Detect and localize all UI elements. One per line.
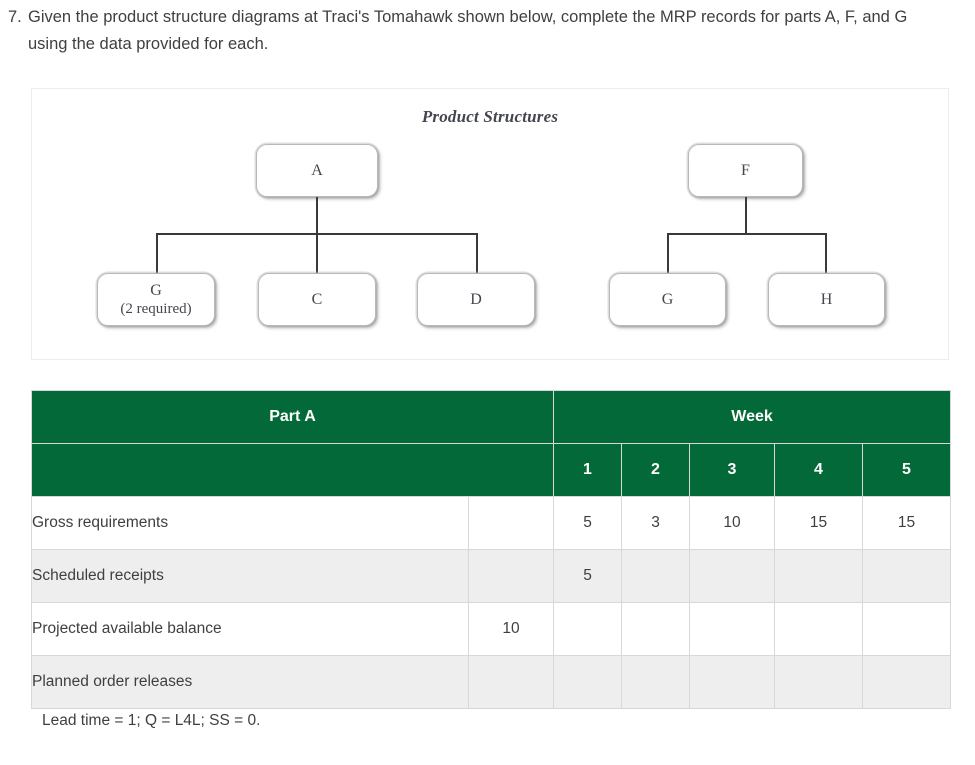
edge-a-to-d	[476, 233, 478, 277]
table-row: Projected available balance 10	[31, 602, 952, 656]
node-a: A	[256, 144, 378, 197]
week-header-1: 1	[553, 443, 622, 497]
node-g-under-a-sublabel: (2 required)	[120, 300, 192, 317]
mrp-table-header: Part A Week 1 2 3 4 5	[31, 390, 952, 497]
cell-planned-order-releases-w4[interactable]	[774, 655, 863, 709]
cell-scheduled-receipts-w1[interactable]: 5	[553, 549, 622, 603]
edge-a-stem	[316, 197, 318, 233]
cell-planned-order-releases-w2[interactable]	[621, 655, 690, 709]
node-d: D	[417, 273, 535, 326]
edge-f-to-g	[667, 233, 669, 277]
node-g-under-f: G	[609, 273, 726, 326]
week-header-3: 3	[689, 443, 775, 497]
week-header-4: 4	[774, 443, 863, 497]
row-label-gross-requirements: Gross requirements	[31, 496, 469, 550]
question-prompt: 7. Given the product structure diagrams a…	[8, 4, 948, 58]
cell-scheduled-receipts-w4[interactable]	[774, 549, 863, 603]
node-g-under-a-label: G	[150, 281, 162, 299]
week-header-2: 2	[621, 443, 690, 497]
node-c-label: C	[311, 291, 323, 308]
node-f: F	[688, 144, 803, 197]
cell-gross-requirements-w5[interactable]: 15	[861, 496, 952, 550]
week-title: Week	[552, 390, 952, 444]
cell-projected-available-balance-w4[interactable]	[774, 602, 863, 656]
cell-gross-requirements-w1[interactable]: 5	[553, 496, 622, 550]
cell-gross-requirements-prior[interactable]	[468, 496, 554, 550]
cell-projected-available-balance-w1[interactable]	[553, 602, 622, 656]
header-spacer	[31, 443, 554, 497]
cell-planned-order-releases-w1[interactable]	[553, 655, 622, 709]
node-d-label: D	[470, 291, 482, 308]
edge-f-to-h	[825, 233, 827, 277]
cell-planned-order-releases-w5[interactable]	[861, 655, 952, 709]
cell-scheduled-receipts-prior[interactable]	[468, 549, 554, 603]
cell-planned-order-releases-prior[interactable]	[468, 655, 554, 709]
node-h: H	[768, 273, 885, 326]
cell-projected-available-balance-w3[interactable]	[689, 602, 775, 656]
mrp-table-body: Gross requirements 5 3 10 15 15 Schedule…	[31, 496, 952, 709]
question-number: 7.	[8, 8, 22, 26]
cell-gross-requirements-w4[interactable]: 15	[774, 496, 863, 550]
cell-scheduled-receipts-w3[interactable]	[689, 549, 775, 603]
table-row: Scheduled receipts 5	[31, 549, 952, 603]
product-structures-card: Product Structures A G (2 required) C D …	[31, 88, 949, 360]
cell-projected-available-balance-prior[interactable]: 10	[468, 602, 554, 656]
cell-gross-requirements-w3[interactable]: 10	[689, 496, 775, 550]
cell-projected-available-balance-w2[interactable]	[621, 602, 690, 656]
cell-gross-requirements-w2[interactable]: 3	[621, 496, 690, 550]
table-row: Planned order releases	[31, 655, 952, 709]
cell-planned-order-releases-w3[interactable]	[689, 655, 775, 709]
node-a-label: A	[311, 162, 323, 179]
node-h-label: H	[820, 291, 833, 308]
part-title: Part A	[31, 390, 554, 444]
row-label-projected-available-balance: Projected available balance	[31, 602, 469, 656]
table-row: Gross requirements 5 3 10 15 15	[31, 496, 952, 550]
mrp-table-part-a: Part A Week 1 2 3 4 5 Gross requirements…	[31, 390, 952, 709]
cell-scheduled-receipts-w5[interactable]	[861, 549, 952, 603]
edge-a-to-g	[156, 233, 158, 277]
node-g-under-a: G (2 required)	[97, 273, 215, 326]
cell-scheduled-receipts-w2[interactable]	[621, 549, 690, 603]
node-c: C	[258, 273, 376, 326]
node-f-label: F	[741, 162, 750, 179]
edge-f-bus	[667, 233, 826, 235]
row-label-scheduled-receipts: Scheduled receipts	[31, 549, 469, 603]
row-label-planned-order-releases: Planned order releases	[31, 655, 469, 709]
question-text: Given the product structure diagrams at …	[28, 8, 908, 53]
edge-a-to-c	[316, 233, 318, 277]
cell-projected-available-balance-w5[interactable]	[861, 602, 952, 656]
lead-time-note: Lead time = 1; Q = L4L; SS = 0.	[42, 712, 261, 729]
node-g-under-f-label: G	[661, 291, 674, 308]
edge-f-stem	[745, 197, 747, 233]
week-header-5: 5	[861, 443, 952, 497]
diagram-title: Product Structures	[421, 107, 559, 126]
